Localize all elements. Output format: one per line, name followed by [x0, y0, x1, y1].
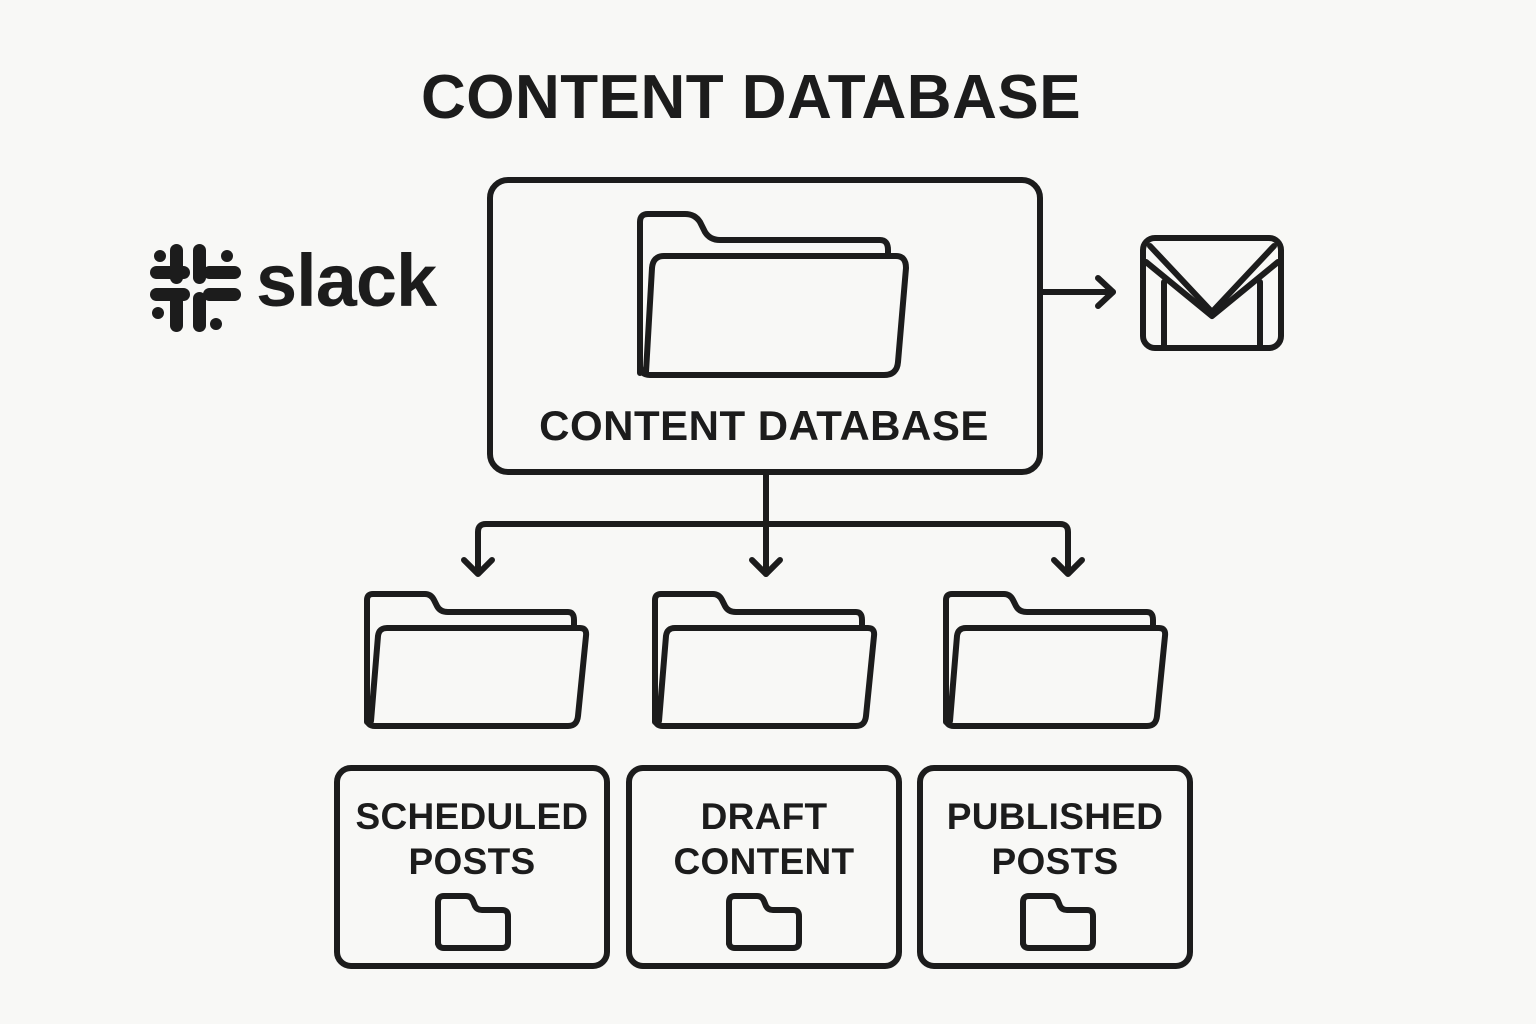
sub-node-line2: POSTS: [991, 841, 1119, 882]
folder-open-icon: [652, 591, 878, 729]
sub-node-line1: PUBLISHED: [946, 796, 1164, 837]
main-node-label: CONTENT DATABASE: [539, 402, 989, 449]
sub-node-label-scheduled: SCHEDULED POSTS: [337, 794, 607, 884]
folder-icon: [435, 893, 511, 951]
arrow-head-scheduled: [461, 557, 495, 577]
sub-node-box-draft[interactable]: [626, 765, 902, 969]
sub-node-line1: DRAFT: [700, 796, 828, 837]
sub-node-line2: POSTS: [408, 841, 536, 882]
sub-node-label-published: PUBLISHED POSTS: [920, 794, 1190, 884]
sub-node-label-draft: DRAFT CONTENT: [629, 794, 899, 884]
diagram-title: CONTENT DATABASE: [420, 63, 1082, 132]
slack-wordmark: slack: [256, 239, 437, 322]
folder-open-icon: [943, 591, 1169, 729]
arrow-head-draft: [749, 557, 783, 577]
slack-logo-icon: [150, 244, 241, 332]
arrow-to-gmail: [1037, 275, 1116, 309]
arrow-head-published: [1051, 557, 1085, 577]
folder-icon: [1020, 893, 1096, 951]
sub-node-line1: SCHEDULED: [355, 796, 589, 837]
sub-node-line2: CONTENT: [673, 841, 855, 882]
folder-open-icon: [637, 211, 909, 378]
tree-connector: [461, 471, 1085, 577]
sub-node-box-scheduled[interactable]: [334, 765, 610, 969]
folder-icon: [726, 893, 802, 951]
gmail-envelope-icon[interactable]: [1140, 235, 1284, 351]
sub-node-box-published[interactable]: [917, 765, 1193, 969]
folder-open-icon: [364, 591, 590, 729]
